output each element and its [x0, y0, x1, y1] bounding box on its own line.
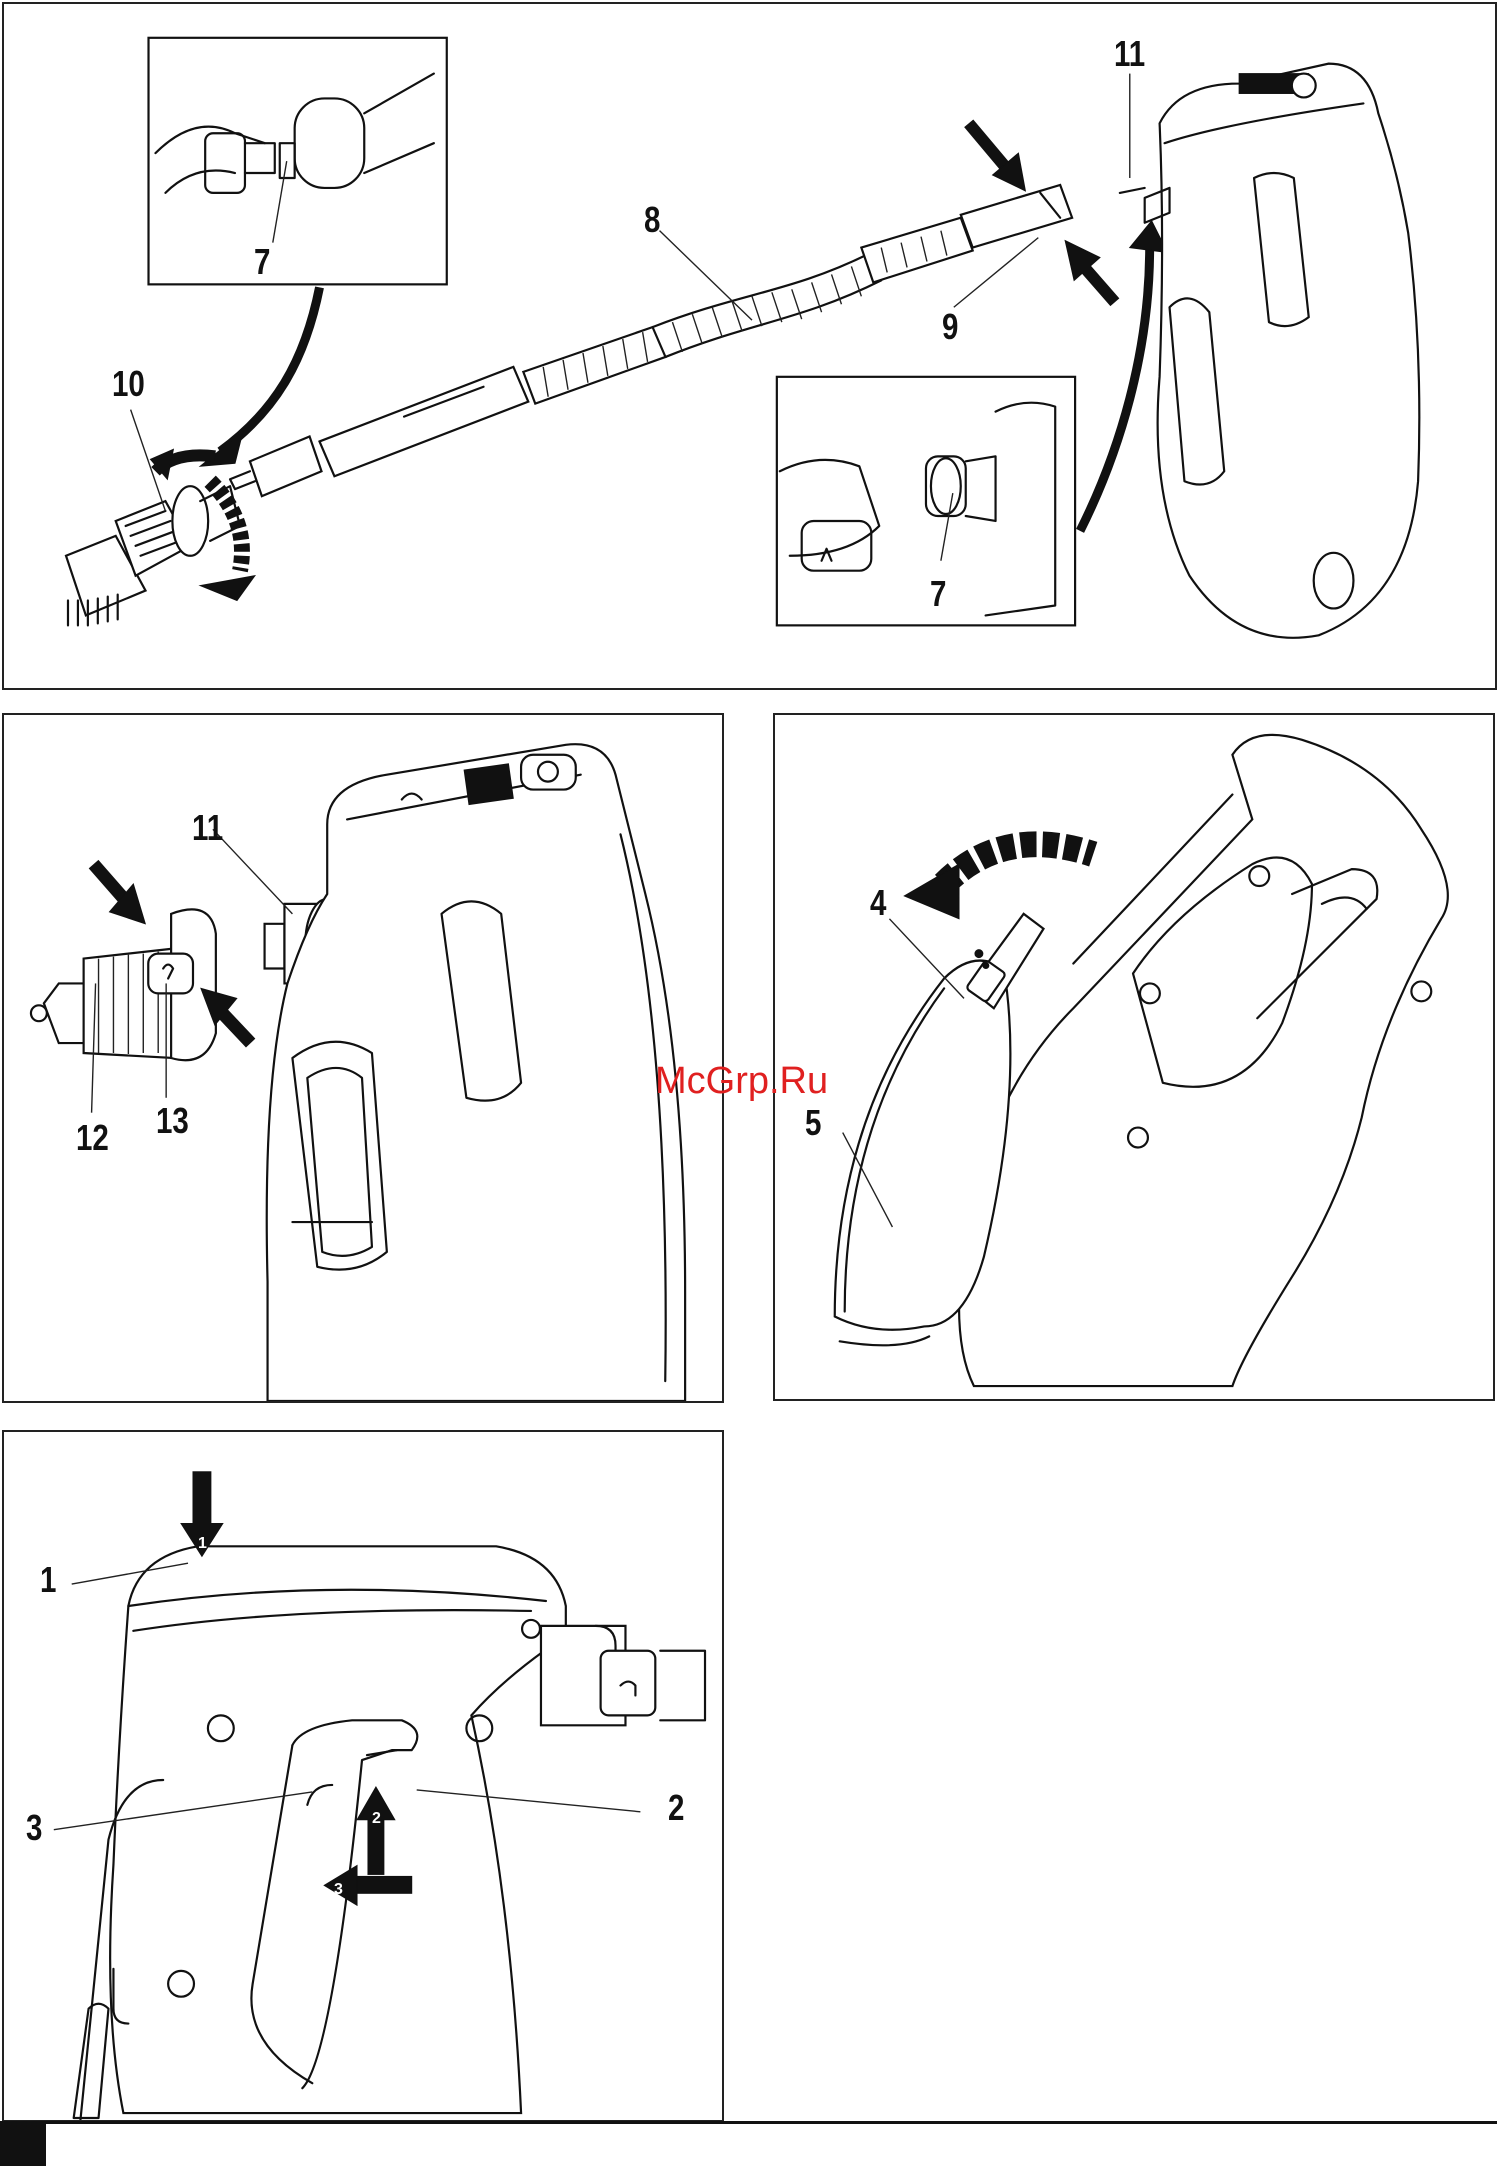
nozzle-drawing	[31, 909, 216, 1060]
callout-12: 12	[76, 1120, 109, 1156]
callout-9: 9	[942, 309, 958, 345]
footer-rule	[0, 2121, 1497, 2124]
arrow-step-3: 3	[334, 1881, 343, 1899]
figure-nozzle-attach: 11 12 13	[2, 713, 724, 1403]
water-tank-illustration	[775, 715, 1493, 1399]
callout-3: 3	[26, 1810, 42, 1846]
callout-7b: 7	[930, 576, 946, 612]
rotate-arrow-icon	[904, 864, 959, 919]
figure-trigger-lock: 1 2 3 1 2 3	[2, 1430, 724, 2122]
watermark: McGrp.Ru	[655, 1060, 828, 1103]
arrow-step-2: 2	[372, 1810, 381, 1828]
brush-nozzle-drawing	[66, 486, 240, 625]
steamer-body-drawing	[1120, 64, 1419, 638]
arrow-step-1: 1	[198, 1535, 207, 1553]
callout-5: 5	[805, 1105, 821, 1141]
callout-13: 13	[156, 1103, 189, 1139]
callout-8: 8	[644, 202, 660, 238]
page-tab	[0, 2124, 46, 2166]
callout-7: 7	[254, 244, 270, 280]
callout-11: 11	[192, 810, 223, 846]
steamer-handle-drawing	[74, 1546, 705, 2120]
rotate-arrow-icon	[151, 449, 174, 479]
figure-hose-assembly: 7 8 9 10 11 7	[2, 2, 1497, 690]
figure-water-tank: 4 5	[773, 713, 1495, 1401]
callout-10: 10	[112, 366, 145, 402]
callout-4: 4	[870, 885, 886, 921]
steamer-body-drawing	[267, 744, 685, 1401]
callout-11: 11	[1114, 36, 1145, 72]
hose-assembly-illustration	[4, 4, 1495, 688]
rotate-arrow-icon	[200, 576, 255, 601]
nozzle-attach-illustration	[4, 715, 722, 1401]
callout-1: 1	[40, 1562, 56, 1598]
trigger-lock-illustration	[4, 1432, 722, 2120]
callout-2: 2	[668, 1790, 684, 1826]
inset-box-hose-end	[149, 38, 447, 285]
